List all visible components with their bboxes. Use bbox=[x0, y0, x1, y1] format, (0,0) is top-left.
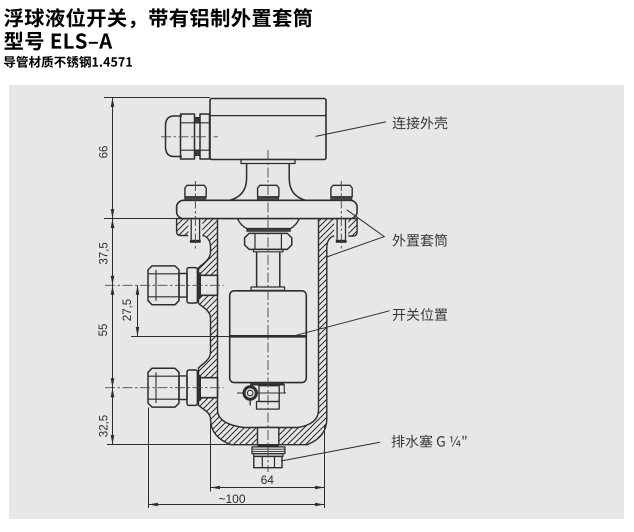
svg-text:32,5: 32,5 bbox=[99, 415, 111, 437]
svg-text:27,5: 27,5 bbox=[122, 299, 134, 321]
svg-text:55: 55 bbox=[98, 324, 110, 337]
svg-text:64: 64 bbox=[261, 473, 275, 487]
svg-text:~100: ~100 bbox=[218, 492, 245, 506]
svg-text:37,5: 37,5 bbox=[99, 242, 111, 264]
svg-text:66: 66 bbox=[99, 146, 111, 159]
